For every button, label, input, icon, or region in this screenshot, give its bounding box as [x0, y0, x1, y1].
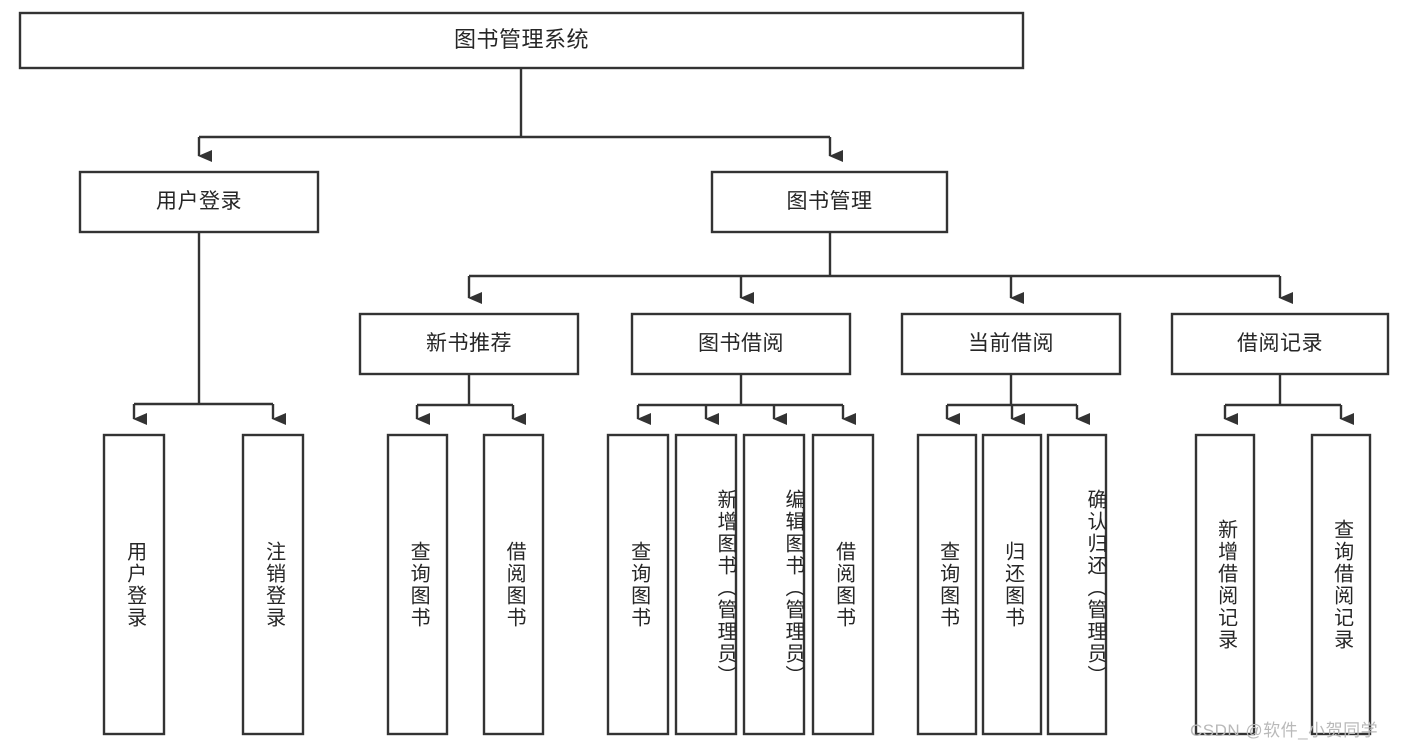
box-leaf-logout-login[interactable]: [241, 433, 305, 736]
box-user-login[interactable]: [78, 170, 320, 234]
box-book-borrow[interactable]: [630, 312, 852, 376]
box-leaf-edit-book[interactable]: [742, 433, 806, 736]
connector-current-borrow-to-leaves: [945, 374, 1090, 425]
connector-user-login-to-leaves: [132, 232, 286, 425]
box-book-management[interactable]: [710, 170, 949, 234]
box-current-borrow[interactable]: [900, 312, 1122, 376]
box-leaf-borrow-book-1[interactable]: [482, 433, 545, 736]
box-leaf-query-book-3[interactable]: [916, 433, 978, 736]
box-new-book-recommend[interactable]: [358, 312, 580, 376]
box-leaf-query-book-1[interactable]: [386, 433, 449, 736]
box-leaf-add-record[interactable]: [1194, 433, 1256, 736]
box-leaf-return-book[interactable]: [981, 433, 1043, 736]
box-leaf-user-login[interactable]: [102, 433, 166, 736]
connector-borrow-record-to-leaves: [1223, 374, 1354, 425]
box-leaf-confirm-return[interactable]: [1046, 433, 1108, 736]
box-leaf-query-record[interactable]: [1310, 433, 1372, 736]
box-root[interactable]: [18, 11, 1025, 70]
box-leaf-add-book[interactable]: [674, 433, 738, 736]
connector-root-to-level2: [197, 68, 843, 162]
box-borrow-record[interactable]: [1170, 312, 1390, 376]
connector-book-management-to-level3: [467, 232, 1293, 304]
connector-book-borrow-to-leaves: [636, 374, 856, 425]
box-leaf-borrow-book-2[interactable]: [811, 433, 875, 736]
box-leaf-query-book-2[interactable]: [606, 433, 670, 736]
connector-new-book-recommend-to-leaves: [415, 374, 526, 425]
